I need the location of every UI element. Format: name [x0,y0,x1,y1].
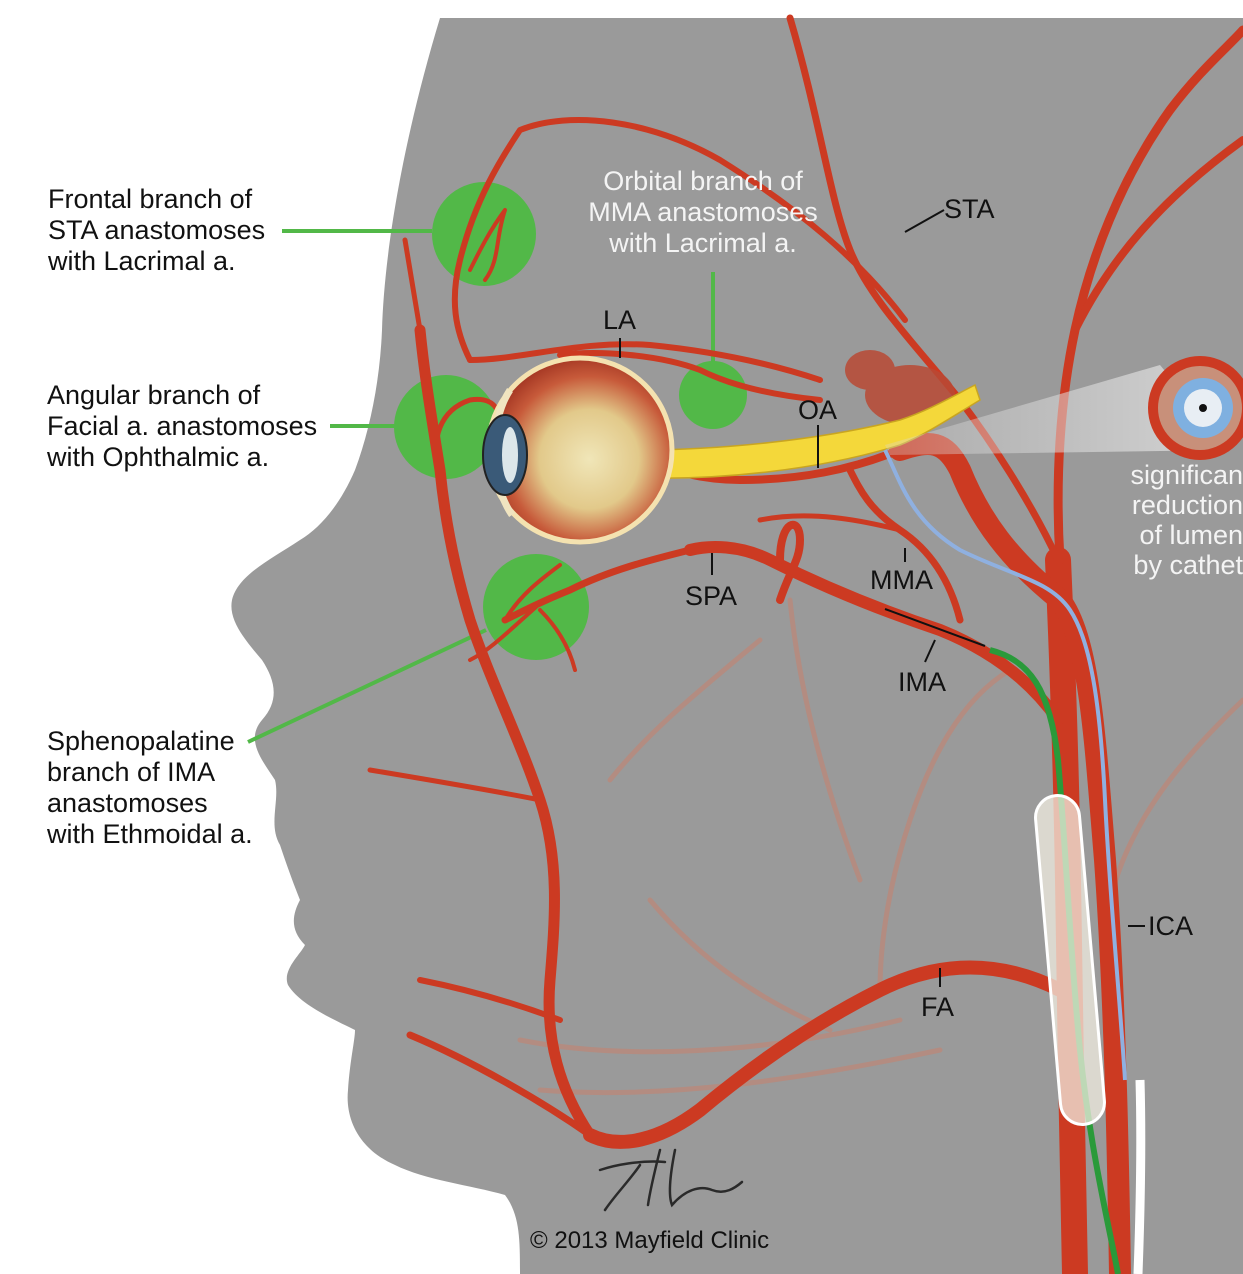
label-frontal-anastomosis: Frontal branch of STA anastomoses with L… [48,184,265,277]
label-spa: SPA [685,581,737,611]
catheter-white [1138,1080,1141,1274]
label-fa: FA [921,992,954,1022]
anastomosis-angular-circle [394,375,498,479]
inset-note: significan reduction of lumen by cathet [1123,460,1243,580]
copyright-text: © 2013 Mayfield Clinic [530,1227,769,1255]
label-la: LA [603,305,636,335]
label-ima: IMA [898,667,946,697]
label-ica: ICA [1148,911,1193,941]
label-oa: OA [798,395,837,425]
anastomosis-orbital-circle [679,361,747,429]
oa-origin-cluster [845,350,895,390]
label-orbital-anastomosis: Orbital branch of MMA anastomoses with L… [572,166,834,259]
label-sta: STA [944,194,995,224]
label-angular-anastomosis: Angular branch of Facial a. anastomoses … [47,380,317,473]
label-mma: MMA [870,565,933,595]
eyeball [483,358,672,542]
label-sphenopalatine-anastomosis: Sphenopalatine branch of IMA anastomoses… [47,726,253,850]
